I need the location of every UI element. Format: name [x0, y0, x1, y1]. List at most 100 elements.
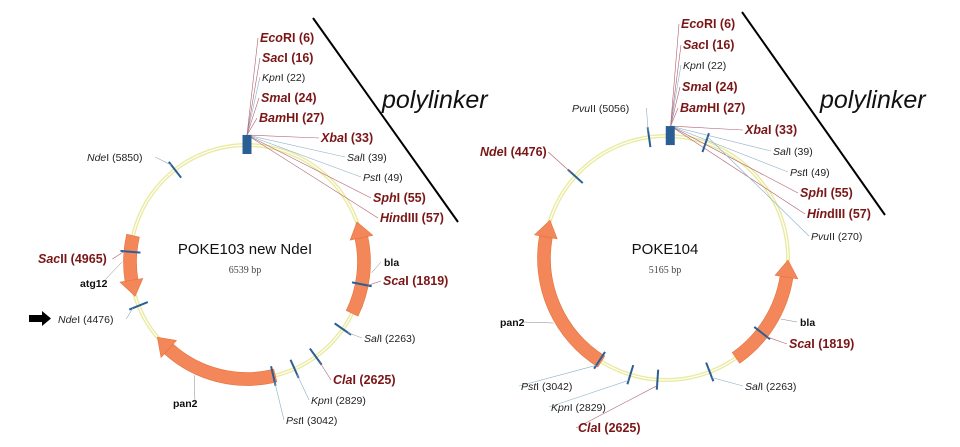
enzyme-name-suffix: I: [760, 381, 763, 393]
cut-site-leader: [547, 151, 572, 173]
enzyme-name-italic: Hin: [807, 207, 828, 221]
cut-position: (3042): [304, 415, 337, 427]
enzyme-name-italic: Xba: [744, 123, 768, 137]
feature-leader-line: [521, 321, 554, 324]
cut-site-tick: [655, 369, 660, 390]
cut-site-leader: [670, 23, 680, 127]
cut-site-leader: [125, 307, 134, 320]
plasmid-size: 6539 bp: [229, 265, 262, 276]
enzyme-name-suffix: dIII: [400, 211, 418, 225]
cut-position: (16): [288, 51, 314, 65]
enzyme-name-suffix: II: [590, 103, 596, 115]
cut-site-label: PstI (3042): [521, 381, 572, 393]
pointer-arrow-icon: [29, 311, 51, 326]
enzyme-name-italic: Sal: [364, 333, 380, 345]
polylinker-label: polylinker: [819, 86, 927, 114]
cut-site-label: SalI (39): [773, 146, 813, 158]
feature-arrow-atg12: [123, 233, 140, 282]
enzyme-name-suffix: I: [536, 381, 539, 393]
cut-position: (4476): [80, 314, 113, 326]
cut-position: (16): [709, 38, 735, 52]
cut-site-label: PstI (3042): [286, 415, 337, 427]
enzyme-name-suffix: I: [362, 152, 365, 164]
cut-site-label: SmaI (24): [682, 80, 738, 94]
cut-site-label: EcoRI (6): [681, 17, 735, 31]
feature-arrowhead: [533, 219, 558, 240]
cut-site-label: EcoRI (6): [260, 31, 314, 45]
enzyme-name-italic: Sal: [347, 152, 363, 164]
enzyme-name-italic: Kpn: [551, 402, 570, 414]
cut-site-leader: [112, 251, 125, 260]
cut-site-label: PvuII (5056): [572, 103, 629, 115]
enzyme-name-suffix: I: [281, 72, 284, 84]
enzyme-name-italic: Xba: [320, 131, 344, 145]
cut-position: (4476): [507, 145, 547, 159]
enzyme-name-italic: Kpn: [311, 395, 330, 407]
cut-site-leader: [246, 134, 379, 219]
enzyme-name-italic: Hin: [380, 211, 401, 225]
cut-site-leader: [670, 107, 679, 127]
cut-site-leader: [246, 117, 258, 136]
plasmid-name: POKE103 new NdeI: [178, 241, 312, 258]
enzyme-name-italic: Pvu: [572, 103, 590, 115]
enzyme-name-italic: Sal: [773, 146, 789, 158]
cut-site-label: ScaI (1819): [383, 274, 448, 288]
enzyme-name-italic: Sca: [383, 274, 405, 288]
polylinker-bracket-line: [312, 17, 459, 223]
enzyme-name-suffix: I: [708, 80, 711, 94]
cut-site-leader: [246, 97, 260, 136]
enzyme-name-italic: Sph: [373, 191, 397, 205]
cut-site-leader: [319, 361, 332, 381]
feature-arrow-pan2: [163, 343, 278, 386]
cut-position: (270): [835, 231, 862, 243]
enzyme-name-suffix: I: [788, 146, 791, 158]
cut-site-leader: [670, 125, 744, 131]
cut-site-label: SmaI (24): [261, 91, 317, 105]
enzyme-name-italic: Pst: [790, 167, 806, 179]
cut-site-leader: [246, 37, 259, 136]
cut-position: (39): [791, 146, 813, 158]
feature-arrow-bla: [731, 275, 794, 364]
cut-site-label: KpnI (2829): [311, 395, 366, 407]
cut-site-leader: [670, 125, 806, 215]
cut-site-label: HindIII (57): [807, 207, 871, 221]
cut-site-label: NdeI (4476): [58, 314, 113, 326]
cut-position: (57): [845, 207, 871, 221]
enzyme-name-italic: Pst: [521, 381, 537, 393]
feature-arrow-bla: [345, 235, 371, 317]
enzyme-name-italic: Eco: [681, 17, 704, 31]
cut-site-label: NdeI (4476): [480, 145, 547, 159]
enzyme-name-italic: Nde: [480, 145, 504, 159]
cut-site-leader: [246, 134, 320, 139]
enzyme-name-suffix: I: [106, 152, 109, 164]
enzyme-name-suffix: I: [705, 38, 708, 52]
cut-site-leader: [347, 332, 363, 339]
cut-position: (57): [418, 211, 444, 225]
feature-leader-line: [371, 261, 382, 274]
enzyme-name-suffix: HI: [286, 111, 299, 125]
cut-site-tick: [120, 249, 141, 254]
enzyme-name-italic: Sma: [682, 80, 708, 94]
enzyme-name-italic: Sac: [683, 38, 705, 52]
cut-site-label: ClaI (2625): [333, 373, 396, 387]
cut-site-label: KpnI (2829): [551, 402, 606, 414]
cut-position: (24): [712, 80, 738, 94]
cut-site-tick: [705, 362, 715, 382]
polylinker-bracket-line: [741, 11, 886, 216]
cut-position: (6): [295, 31, 314, 45]
cut-site-leader: [367, 280, 382, 286]
feature-label: bla: [800, 317, 815, 329]
cut-site-label: ScaI (1819): [789, 337, 854, 351]
enzyme-name-italic: Cla: [578, 421, 598, 435]
cut-position: (33): [771, 123, 797, 137]
cut-site-label: ClaI (2625): [578, 421, 641, 435]
enzyme-name-suffix: I: [805, 167, 808, 179]
cut-position: (5850): [109, 152, 142, 164]
cut-site-leader: [670, 125, 799, 194]
enzyme-name-suffix: I: [344, 131, 347, 145]
plasmid-name: POKE104: [632, 241, 699, 258]
cut-site-leader: [274, 381, 285, 421]
cut-site-label: PvuII (270): [811, 231, 862, 243]
enzyme-name-suffix: HI: [707, 101, 720, 115]
